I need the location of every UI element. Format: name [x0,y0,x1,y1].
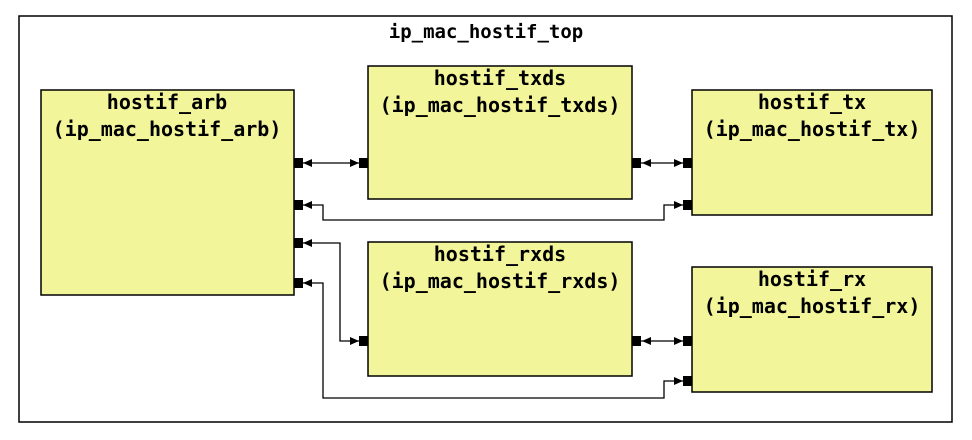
block-module-name: (ip_mac_hostif_arb) [53,117,282,141]
arrowhead-right [350,159,359,167]
arrowhead-right [674,337,683,345]
port-rx-arb [683,376,692,386]
port-arb-rxds [294,238,303,248]
arrowheads [303,159,683,385]
port-txds-tx [632,158,641,168]
block-hostif-txds: hostif_txds (ip_mac_hostif_txds) [367,65,633,200]
port-tx-arb [683,200,692,210]
arrowhead-right [350,337,359,345]
port-rxds-arb [359,336,368,346]
arrowhead-left [642,337,651,345]
wire-tx-arb [302,204,685,221]
port-rxds-rx [632,336,641,346]
block-module-name: (ip_mac_hostif_rxds) [380,269,621,293]
arrowhead-left [303,239,312,247]
port-arb-txds [294,158,303,168]
block-instance-name: hostif_rx [758,267,866,291]
block-instance-name: hostif_arb [107,90,227,114]
arrowhead-left [303,201,312,209]
block-module-name: (ip_mac_hostif_txds) [380,93,621,117]
arrowhead-right [674,201,683,209]
block-hostif-rxds: hostif_rxds (ip_mac_hostif_rxds) [367,241,633,377]
arrowhead-right [674,159,683,167]
block-instance-name: hostif_tx [758,90,866,114]
port-rx-rxds [683,336,692,346]
port-txds-arb [359,158,368,168]
block-hostif-rx: hostif_rx (ip_mac_hostif_rx) [691,266,933,393]
ports [294,158,692,386]
block-hostif-tx: hostif_tx (ip_mac_hostif_tx) [691,89,933,216]
port-arb-tx [294,200,303,210]
block-instance-name: hostif_rxds [434,242,566,266]
block-module-name: (ip_mac_hostif_rx) [704,294,921,318]
block-hostif-arb: hostif_arb (ip_mac_hostif_arb) [40,89,295,296]
arrowhead-left [642,159,651,167]
arrowhead-left [303,279,312,287]
block-module-name: (ip_mac_hostif_tx) [704,117,921,141]
port-arb-rx [294,278,303,288]
port-tx-txds [683,158,692,168]
wire-rx-arb [302,282,685,399]
block-instance-name: hostif_txds [434,66,566,90]
arrowhead-right [674,377,683,385]
top-module-title: ip_mac_hostif_top [389,21,583,43]
arrowhead-left [303,159,312,167]
